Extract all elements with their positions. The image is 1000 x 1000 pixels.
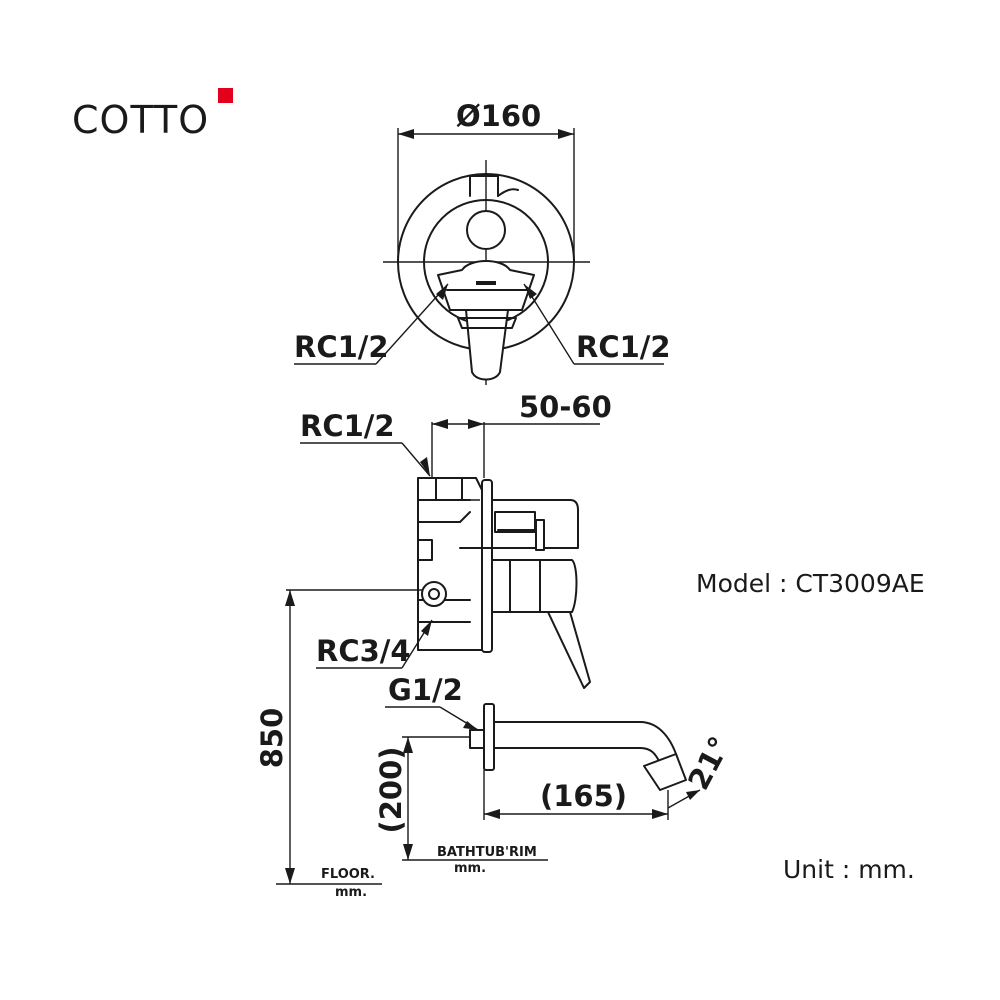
brand-accent-square (218, 88, 233, 103)
unit-label: Unit : mm. (783, 855, 915, 884)
diverter-knob (466, 210, 506, 250)
mixer-handle (437, 260, 535, 311)
valve-body (417, 477, 483, 651)
spout-aerator (643, 753, 687, 791)
side-view: 50-60 RC1/2 RC3/4 (255, 390, 737, 900)
floor-unit: mm. (335, 885, 367, 900)
handle-lever (465, 309, 509, 381)
bathtub-label: BATHTUB'RIM (437, 845, 537, 860)
spout-length-label: (165) (540, 779, 627, 813)
spout-flange (483, 703, 495, 771)
front-right-connection-label: RC1/2 (576, 330, 671, 364)
outlet-fitting (421, 581, 447, 607)
spout-height-label: (200) (374, 746, 408, 833)
diameter-label: Ø160 (456, 99, 541, 133)
brand-name: COTTO (72, 98, 209, 142)
floor-label: FLOOR. (321, 867, 375, 882)
spout-connection-label: G1/2 (388, 673, 463, 707)
depth-label: 50-60 (519, 390, 612, 424)
front-view: Ø160 RC1/2 RC1/2 (294, 99, 671, 385)
front-left-connection-label: RC1/2 (294, 330, 389, 364)
model-label: Model : CT3009AE (696, 569, 925, 598)
bathtub-unit: mm. (454, 861, 486, 876)
outlet-connection-label: RC3/4 (316, 634, 411, 668)
brand-logo: COTTO (72, 88, 233, 142)
spout-angle-label: 21° (681, 731, 737, 795)
side-top-connection-label: RC1/2 (300, 409, 395, 443)
side-lever (547, 611, 591, 689)
side-escutcheon (481, 479, 493, 653)
spout-pipe (493, 721, 679, 769)
height-label: 850 (255, 708, 289, 769)
side-handle (491, 559, 578, 613)
